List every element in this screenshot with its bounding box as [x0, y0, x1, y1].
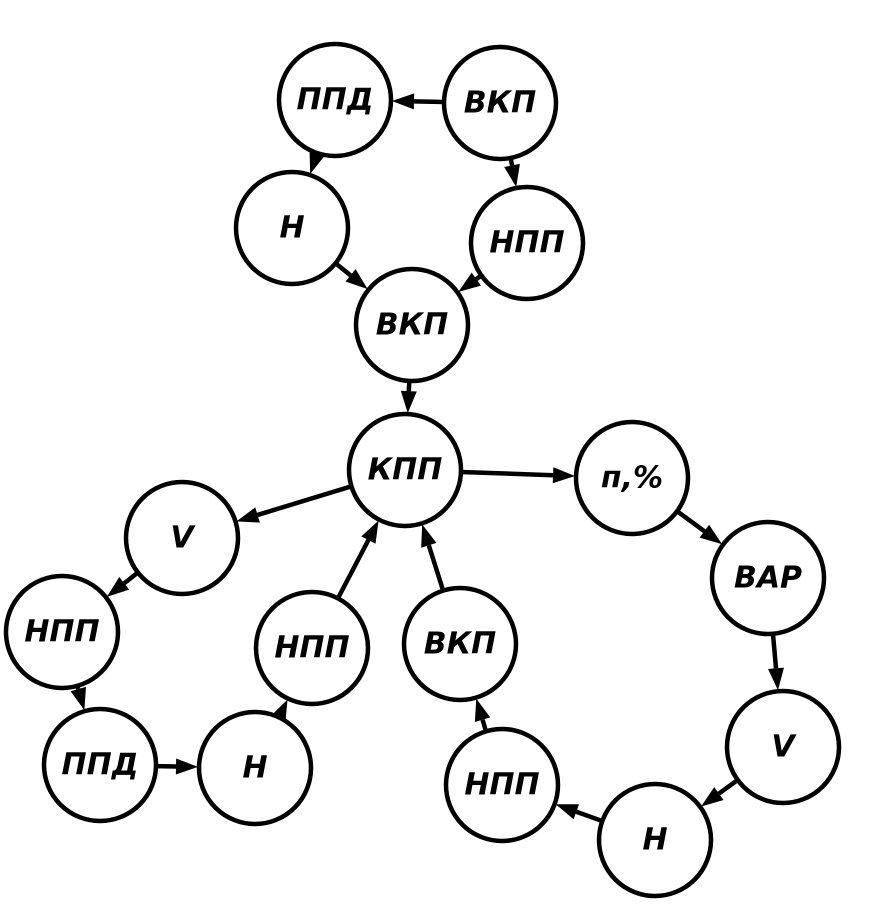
- node-label: Н: [642, 823, 667, 858]
- node-n4: НПП: [468, 184, 586, 302]
- edge-n5-n6: [400, 380, 417, 414]
- node-n11: НПП: [253, 589, 371, 707]
- arrow-head-icon: [701, 787, 724, 807]
- node-label: НПП: [24, 615, 99, 650]
- arrow-head-icon: [391, 93, 415, 110]
- edge-n9-n15: [768, 633, 784, 691]
- edge-n7-n10: [106, 570, 140, 597]
- edge-line: [575, 809, 604, 824]
- nodes-layer: ППД ВКП Н НПП ВКП КПП Vп,% ВАР НПП НПП ВКП ППД Н V НПП…: [3, 41, 842, 899]
- node-n10: НПП: [3, 573, 121, 691]
- arrow-head-icon: [768, 667, 784, 691]
- edge-n3-n5: [334, 261, 368, 290]
- node-circle: [441, 44, 559, 162]
- node-circle: [596, 781, 714, 899]
- edge-line: [426, 544, 446, 592]
- node-circle: [196, 709, 314, 827]
- node-label: V: [771, 730, 797, 765]
- node-circle: [123, 479, 241, 597]
- edge-line: [717, 778, 740, 796]
- node-label: НПП: [274, 631, 349, 666]
- node-n1: ППД: [276, 41, 394, 159]
- node-label: НПП: [489, 226, 564, 261]
- node-label: ВКП: [464, 86, 537, 121]
- arrow-head-icon: [361, 520, 379, 544]
- arrow-head-icon: [504, 163, 520, 188]
- node-label: ППД: [297, 83, 374, 118]
- node-n7: V: [123, 479, 241, 597]
- arrow-head-icon: [699, 524, 723, 545]
- edge-n4-n5: [458, 272, 483, 292]
- edge-n11-n6: [335, 520, 379, 600]
- edge-line: [675, 509, 706, 534]
- node-circle: [276, 41, 394, 159]
- node-circle: [41, 706, 159, 824]
- arrow-head-icon: [400, 390, 417, 414]
- node-n5: ВКП: [353, 266, 471, 384]
- edge-n12-n6: [421, 524, 446, 592]
- node-circle: [3, 573, 121, 691]
- edge-n16-n12: [474, 698, 491, 732]
- arrow-head-icon: [421, 524, 437, 548]
- edge-line: [334, 261, 352, 278]
- arrow-head-icon: [458, 272, 481, 292]
- node-n15: V: [724, 688, 842, 806]
- edge-line: [122, 570, 140, 586]
- node-label: V: [170, 521, 196, 556]
- node-n3: Н: [233, 169, 351, 287]
- node-n12: ВКП: [401, 585, 519, 703]
- edge-line: [256, 484, 353, 518]
- edge-n10-n13: [70, 685, 86, 711]
- node-n2: ВКП: [441, 44, 559, 162]
- arrow-head-icon: [474, 698, 491, 722]
- edge-n2-n4: [504, 157, 520, 188]
- node-n13: ППД: [41, 706, 159, 824]
- node-label: Н: [279, 211, 304, 246]
- node-circle: [468, 184, 586, 302]
- node-n17: Н: [596, 781, 714, 899]
- node-label: ВКП: [376, 308, 449, 343]
- arrow-head-icon: [106, 576, 130, 597]
- arrow-head-icon: [345, 269, 368, 290]
- node-n9: ВАР: [709, 519, 827, 637]
- edge-n13-n14: [155, 758, 199, 775]
- edge-n15-n17: [701, 778, 740, 807]
- edge-line: [413, 99, 445, 105]
- node-label: КПП: [368, 453, 443, 488]
- edge-n8-n9: [675, 509, 723, 545]
- arrow-head-icon: [552, 467, 576, 484]
- node-circle: [709, 519, 827, 637]
- node-circle: [724, 688, 842, 806]
- arrow-head-icon: [236, 507, 260, 523]
- edge-line: [335, 538, 371, 600]
- node-n6: КПП: [346, 411, 464, 529]
- edge-line: [770, 633, 779, 669]
- node-circle: [233, 169, 351, 287]
- arrow-head-icon: [175, 758, 199, 775]
- node-circle: [346, 411, 464, 529]
- node-label: Н: [242, 751, 267, 786]
- node-circle: [401, 585, 519, 703]
- node-label: НПП: [464, 768, 539, 803]
- node-n14: Н: [196, 709, 314, 827]
- node-circle: [443, 726, 561, 844]
- edge-n2-n1: [391, 93, 445, 110]
- edge-n6-n7: [236, 484, 353, 523]
- node-circle: [573, 419, 691, 537]
- edge-n6-n8: [460, 467, 576, 484]
- arrow-head-icon: [70, 686, 86, 711]
- node-n8: п,%: [573, 419, 691, 537]
- node-circle: [353, 266, 471, 384]
- edge-n17-n16: [555, 804, 604, 824]
- node-label: п,%: [601, 461, 663, 496]
- node-label: ВАР: [734, 561, 802, 596]
- edge-line: [460, 469, 554, 478]
- arrow-head-icon: [555, 804, 580, 820]
- node-label: ППД: [62, 748, 139, 783]
- node-n16: НПП: [443, 726, 561, 844]
- node-circle: [253, 589, 371, 707]
- node-label: ВКП: [424, 627, 497, 662]
